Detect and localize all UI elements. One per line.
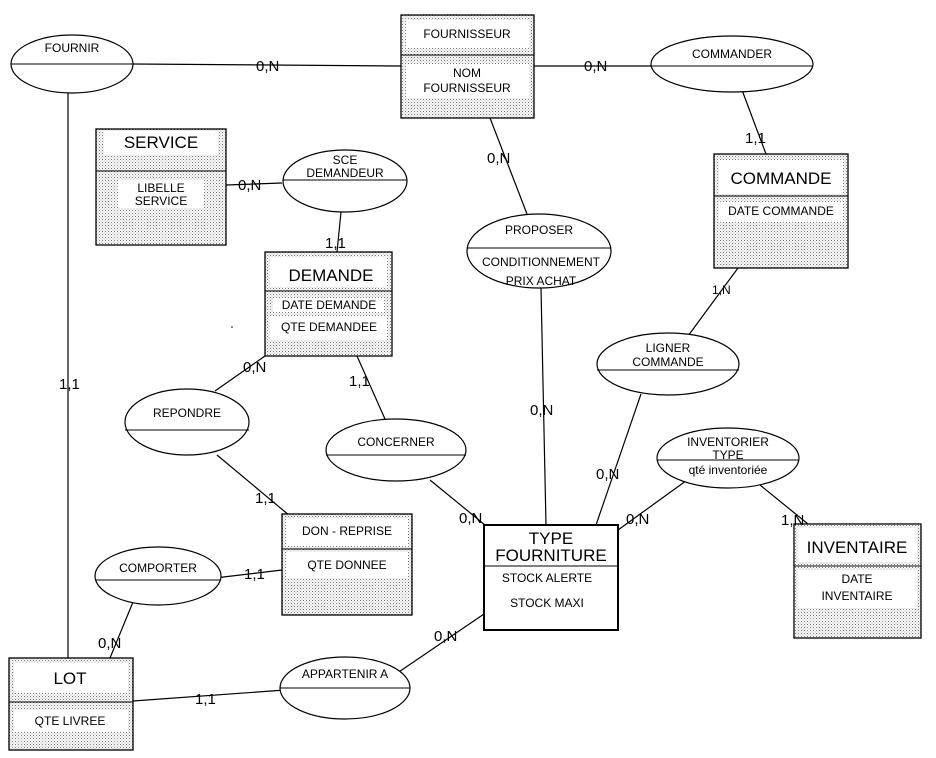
link-commande-ligner (687, 267, 739, 337)
entity-attribute: STOCK MAXI (510, 596, 584, 610)
entity-fournisseur: FOURNISSEUR NOM FOURNISSEUR (400, 14, 535, 119)
entity-attribute: NOM (453, 66, 481, 80)
relation-name: INVENTORIER (687, 435, 769, 449)
cardinality-label: 1,1 (244, 566, 265, 583)
link-proposer-type (540, 287, 547, 526)
relation-attribute: qté inventoriée (689, 463, 768, 477)
relation-appartenir: APPARTENIR A (279, 656, 411, 720)
entity-attribute: DATE COMMANDE (728, 204, 834, 218)
relation-repondre: REPONDRE (124, 388, 250, 456)
cardinality-label: 1,N (781, 512, 804, 529)
relation-name: COMPORTER (119, 561, 197, 575)
cardinality-label: 1,1 (325, 235, 346, 252)
relation-name: FOURNIR (45, 41, 100, 55)
cardinality-label: 1,N (712, 283, 731, 297)
entity-title: SERVICE (124, 133, 198, 152)
relation-attribute: PRIX ACHAT (506, 274, 577, 288)
relation-concerner: CONCERNER (325, 418, 467, 482)
cardinality-label: 0,N (487, 150, 510, 167)
cardinality-label: 0,N (584, 58, 607, 75)
link-fournir-fournisseur (132, 63, 402, 67)
link-concerner-type (429, 479, 486, 526)
link-demande-repondre (214, 355, 266, 392)
cardinality-label: 0,N (596, 466, 619, 483)
relation-name: APPARTENIR A (302, 667, 388, 681)
relation-sce-demandeur: SCE DEMANDEUR (282, 149, 408, 213)
cardinality-labels: 0,N 0,N 1,1 0,N 0,N 1,1 1,N 0,N 0,N 0,N … (59, 58, 804, 708)
relation-inventorier-type: INVENTORIER TYPE qté inventoriée (656, 427, 800, 489)
link-type-inventorier (617, 477, 691, 531)
relation-name: COMMANDE (632, 355, 703, 369)
entity-title: TYPE (529, 529, 573, 548)
relation-proposer: PROPOSER CONDITIONNEMENT PRIX ACHAT (466, 213, 612, 289)
entity-attribute: DATE (841, 572, 872, 586)
entity-attribute: QTE LIVREE (35, 714, 106, 728)
link-sce-demande (336, 211, 342, 253)
entity-attribute: SERVICE (135, 194, 187, 208)
cardinality-label: 1,1 (745, 130, 766, 147)
relation-name: CONCERNER (357, 435, 435, 449)
relation-ligner-commande: LIGNER COMMANDE (596, 332, 740, 396)
link-appartenir-type (389, 613, 485, 679)
relation-comporter: COMPORTER (94, 546, 222, 606)
cardinality-label: 1,1 (255, 490, 276, 507)
cardinality-label: 1,1 (349, 373, 370, 390)
entity-attribute: QTE DONNEE (307, 558, 386, 572)
relation-name: PROPOSER (505, 223, 573, 237)
relation-name: REPONDRE (153, 406, 221, 420)
cardinality-label: 0,N (459, 510, 482, 527)
cardinality-label: 0,N (530, 402, 553, 419)
entity-service: SERVICE LIBELLE SERVICE (95, 128, 227, 246)
entity-inventaire: INVENTAIRE DATE INVENTAIRE (793, 523, 922, 639)
cardinality-label: 0,N (626, 511, 649, 528)
cardinality-label: 1,1 (59, 376, 80, 393)
link-fournisseur-proposer (489, 117, 528, 215)
entity-lot: LOT QTE LIVREE (8, 657, 134, 751)
entity-title: INVENTAIRE (807, 538, 908, 557)
connector-lines (67, 63, 809, 702)
link-comporter-don (214, 569, 283, 579)
entity-title: DON - REPRISE (302, 524, 392, 538)
entity-attribute: INVENTAIRE (821, 589, 892, 603)
link-repondre-don (216, 454, 291, 517)
entity-title: FOURNITURE (495, 546, 606, 565)
entity-attribute: FOURNISSEUR (423, 81, 511, 95)
stray-dot (231, 326, 233, 328)
relation-name: LIGNER (646, 341, 691, 355)
relation-fournir: FOURNIR (10, 34, 134, 94)
entity-demande: DEMANDE DATE DEMANDE QTE DEMANDEE (264, 251, 393, 357)
link-service-sce (225, 182, 283, 186)
entity-title: DEMANDE (288, 266, 373, 285)
entity-attribute: STOCK ALERTE (502, 571, 592, 585)
entity-type-fourniture: TYPE FOURNITURE STOCK ALERTE STOCK MAXI (483, 524, 619, 631)
link-inventorier-inventaire (759, 484, 809, 525)
entity-attribute: QTE DEMANDEE (281, 320, 377, 334)
cardinality-label: 0,N (256, 58, 279, 75)
relation-name: COMMANDER (692, 47, 772, 61)
cardinality-label: 0,N (98, 635, 121, 652)
relation-name: TYPE (712, 448, 743, 462)
entity-commande: COMMANDE DATE COMMANDE (713, 153, 849, 269)
entity-title: FOURNISSEUR (423, 27, 511, 41)
entity-title: LOT (53, 669, 86, 688)
cardinality-label: 1,1 (195, 691, 216, 708)
cardinality-label: 0,N (434, 628, 457, 645)
link-demande-concerner (356, 355, 386, 420)
relation-attribute: CONDITIONNEMENT (482, 255, 601, 269)
relation-name: SCE (333, 153, 358, 167)
relation-commander: COMMANDER (650, 35, 814, 93)
link-comporter-lot (109, 601, 134, 659)
cardinality-label: 0,N (243, 359, 266, 376)
entity-attribute: DATE DEMANDE (282, 298, 376, 312)
relation-name: DEMANDEUR (306, 166, 384, 180)
link-ligner-type (595, 393, 642, 526)
link-commander-commande (741, 89, 767, 155)
entity-don-reprise: DON - REPRISE QTE DONNEE (281, 513, 413, 616)
entity-title: COMMANDE (730, 169, 831, 188)
link-appartenir-lot (132, 689, 286, 702)
cardinality-label: 0,N (238, 177, 261, 194)
entity-attribute: LIBELLE (137, 181, 184, 195)
